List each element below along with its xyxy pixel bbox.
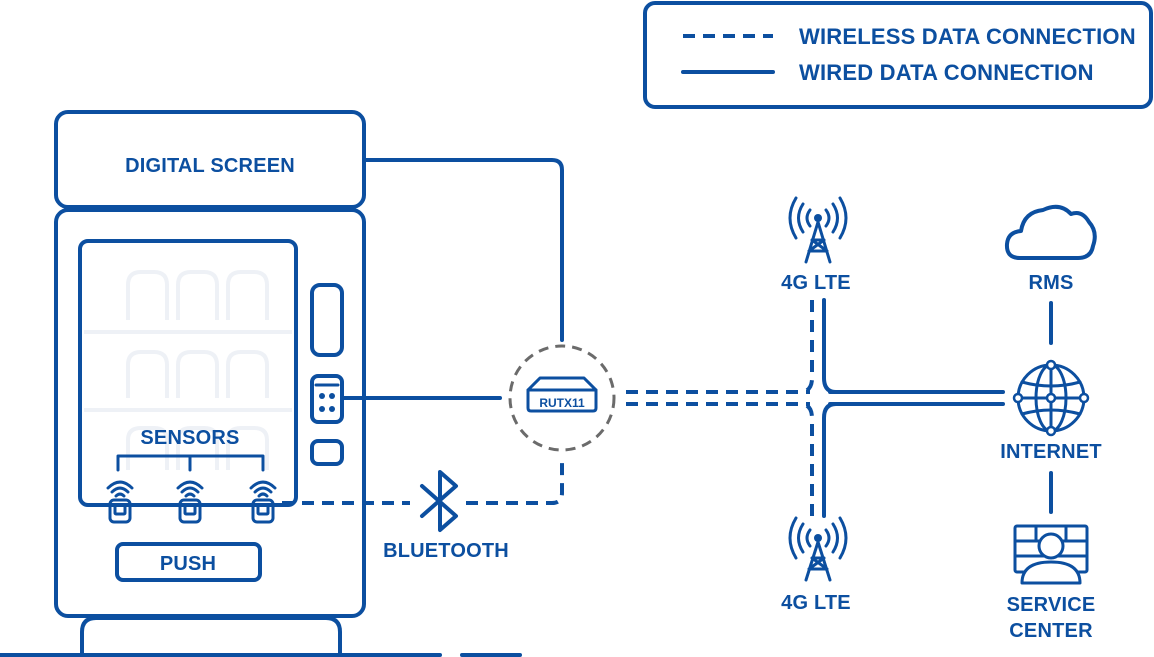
push-button: [115, 542, 262, 582]
keypad-dot: [319, 393, 325, 399]
vending-machine: DIGITAL SCREEN: [0, 110, 522, 657]
tower-bottom-link-a: [799, 402, 814, 516]
keypad-dot: [329, 406, 335, 412]
internet-label: INTERNET: [1000, 441, 1102, 463]
router-icon: [526, 376, 598, 413]
bluetooth-router-link: [466, 458, 564, 505]
wifi-icon: [249, 480, 277, 498]
wifi-icon: [176, 480, 204, 498]
sensor-3: [249, 480, 277, 524]
sensor-2: [176, 480, 204, 524]
service-center-line2: CENTER: [1009, 620, 1093, 642]
router-model-label: RUTX11: [539, 396, 585, 410]
machine-base: [80, 616, 342, 657]
keypad-dot: [319, 406, 325, 412]
bluetooth-label: BLUETOOTH: [383, 540, 509, 562]
sensors-label: SENSORS: [140, 427, 239, 449]
cloud-icon: [1004, 204, 1097, 260]
keypad: [310, 374, 344, 424]
ghost-products: [84, 270, 292, 470]
tower-bottom-label: 4G LTE: [781, 592, 851, 614]
sensor-icon: [251, 498, 275, 524]
keypad-dot: [329, 393, 335, 399]
service-center-line1: SERVICE: [1007, 594, 1096, 616]
tower-top-link-a: [799, 300, 814, 394]
screen-router-wire: [362, 158, 564, 342]
tower-top-link-b: [822, 298, 838, 394]
wifi-icon: [106, 480, 134, 498]
user-icon: [1013, 524, 1089, 585]
cell-tower-icon: [788, 196, 848, 264]
card-reader: [310, 439, 344, 466]
cell-tower-icon: [788, 516, 848, 582]
legend: WIRELESS DATA CONNECTION WIRED DATA CONN…: [643, 1, 1153, 109]
bluetooth-icon: [420, 470, 458, 532]
rms-cloud: RMS: [1004, 204, 1097, 294]
digital-screen-label: DIGITAL SCREEN: [125, 155, 295, 177]
tower-bottom: 4G LTE: [781, 516, 851, 614]
service-center: SERVICE CENTER: [1007, 524, 1096, 642]
coin-slot: [310, 283, 344, 357]
legend-wired-label: WIRED DATA CONNECTION: [799, 60, 1094, 85]
router-ring: [508, 344, 616, 452]
internet-globe: INTERNET: [1000, 359, 1102, 463]
tower-bottom-link-b: [822, 402, 838, 518]
sensor-icon: [178, 498, 202, 524]
sensor-1: [106, 480, 134, 524]
tower-top-label: 4G LTE: [781, 272, 851, 294]
sensor-icon: [108, 498, 132, 524]
push-label: PUSH: [160, 553, 216, 575]
router: RUTX11: [508, 344, 616, 452]
globe-icon: [1012, 359, 1090, 437]
sensors-bracket: [116, 454, 265, 472]
rms-label: RMS: [1028, 272, 1073, 294]
tower-top: 4G LTE: [781, 196, 851, 294]
legend-box: [643, 1, 1153, 109]
legend-wireless-label: WIRELESS DATA CONNECTION: [799, 24, 1136, 49]
